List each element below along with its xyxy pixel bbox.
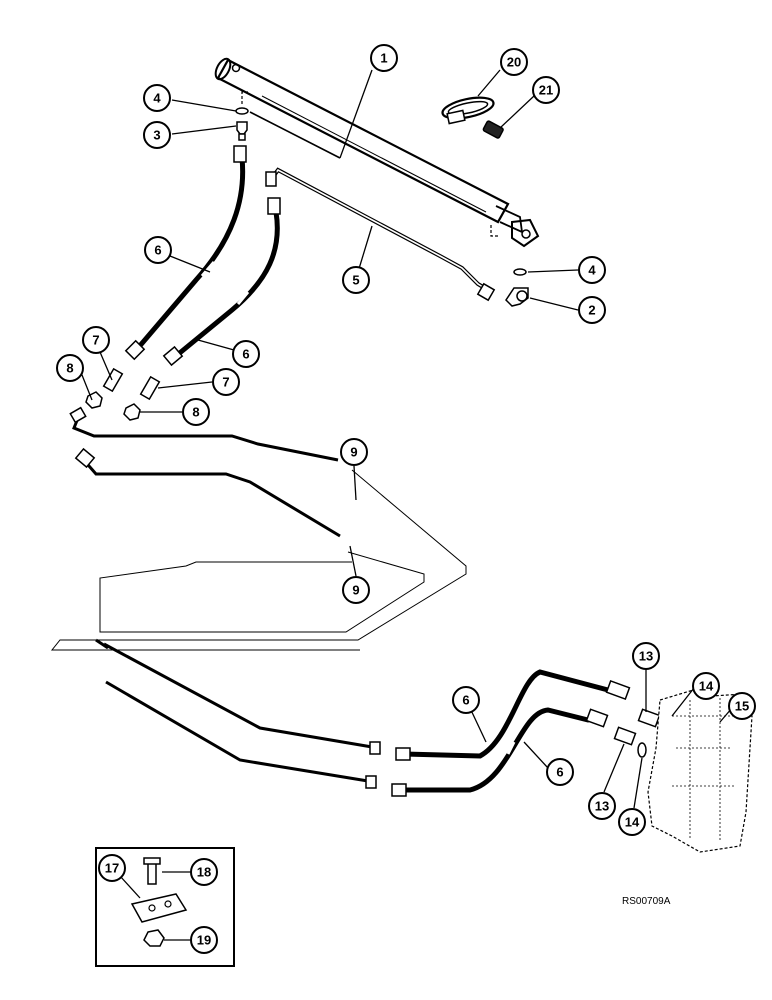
svg-text:19: 19: [197, 933, 211, 948]
nut-left: [85, 391, 103, 409]
callout-18: 18: [190, 858, 218, 886]
callout-13-lower: 13: [588, 792, 616, 820]
hose-lower-upper: [395, 669, 631, 761]
o-ring-washer-right: [513, 268, 527, 276]
hose-sleeve: [482, 120, 504, 139]
elbow-fitting: [505, 287, 529, 307]
svg-text:6: 6: [154, 243, 161, 258]
svg-text:4: 4: [588, 263, 596, 278]
hose-clamp: [441, 96, 495, 125]
svg-text:6: 6: [462, 693, 469, 708]
callout-14-upper: 14: [692, 672, 720, 700]
callout-6-lower-upper: 6: [452, 686, 480, 714]
callout-9-lower: 9: [342, 576, 370, 604]
svg-text:1: 1: [380, 51, 387, 66]
tube-9-lower: [74, 447, 425, 789]
callout-14-lower: 14: [618, 808, 646, 836]
adapter-left: [102, 367, 124, 393]
callout-6-upper-left: 6: [144, 236, 172, 264]
callout-8-left: 8: [56, 354, 84, 382]
leader-lines: [79, 69, 733, 941]
hose-upper-left: [124, 145, 247, 361]
callout-3: 3: [143, 121, 171, 149]
callout-7-left: 7: [82, 326, 110, 354]
svg-text:13: 13: [595, 799, 609, 814]
callout-15: 15: [728, 692, 756, 720]
o-ring-washer-top: [235, 107, 249, 115]
svg-text:4: 4: [153, 91, 161, 106]
callout-19: 19: [190, 926, 218, 954]
adapter-right: [139, 375, 161, 401]
svg-text:21: 21: [539, 83, 553, 98]
nut-right: [123, 403, 141, 421]
straight-fitting-top: [236, 121, 248, 141]
hose-upper-right: [162, 197, 281, 367]
callout-9-upper: 9: [340, 438, 368, 466]
callout-21: 21: [532, 76, 560, 104]
svg-text:13: 13: [639, 649, 653, 664]
svg-text:2: 2: [588, 303, 595, 318]
callout-20: 20: [500, 48, 528, 76]
svg-text:6: 6: [242, 347, 249, 362]
callout-13-upper: 13: [632, 642, 660, 670]
o-ring-14-lower: [637, 742, 647, 758]
callout-4-right: 4: [578, 256, 606, 284]
tube-9-upper: [50, 406, 467, 651]
callout-6-lower-lower: 6: [546, 758, 574, 786]
svg-text:8: 8: [66, 361, 73, 376]
callout-2: 2: [578, 296, 606, 324]
svg-text:3: 3: [153, 128, 160, 143]
adapter-13-upper: [637, 708, 661, 728]
svg-text:5: 5: [352, 273, 359, 288]
callout-17: 17: [98, 854, 126, 882]
svg-text:17: 17: [105, 861, 119, 876]
svg-text:8: 8: [192, 405, 199, 420]
callout-1: 1: [370, 44, 398, 72]
svg-text:6: 6: [556, 765, 563, 780]
svg-text:9: 9: [352, 583, 359, 598]
drawing-code: RS00709A: [622, 896, 671, 907]
hydraulic-cylinder: [214, 57, 540, 248]
svg-text:15: 15: [735, 699, 749, 714]
svg-text:7: 7: [222, 375, 229, 390]
callout-7-right: 7: [212, 368, 240, 396]
adapter-13-lower: [613, 726, 637, 746]
callout-5: 5: [342, 266, 370, 294]
callout-4-top: 4: [143, 84, 171, 112]
callout-8-right: 8: [182, 398, 210, 426]
svg-text:14: 14: [625, 815, 640, 830]
svg-text:14: 14: [699, 679, 714, 694]
steel-tube-5: [265, 167, 496, 302]
callout-6-upper-right: 6: [232, 340, 260, 368]
svg-text:18: 18: [197, 865, 211, 880]
svg-text:9: 9: [350, 445, 357, 460]
svg-text:7: 7: [92, 333, 99, 348]
hose-lower-lower: [391, 707, 609, 797]
svg-text:20: 20: [507, 55, 521, 70]
